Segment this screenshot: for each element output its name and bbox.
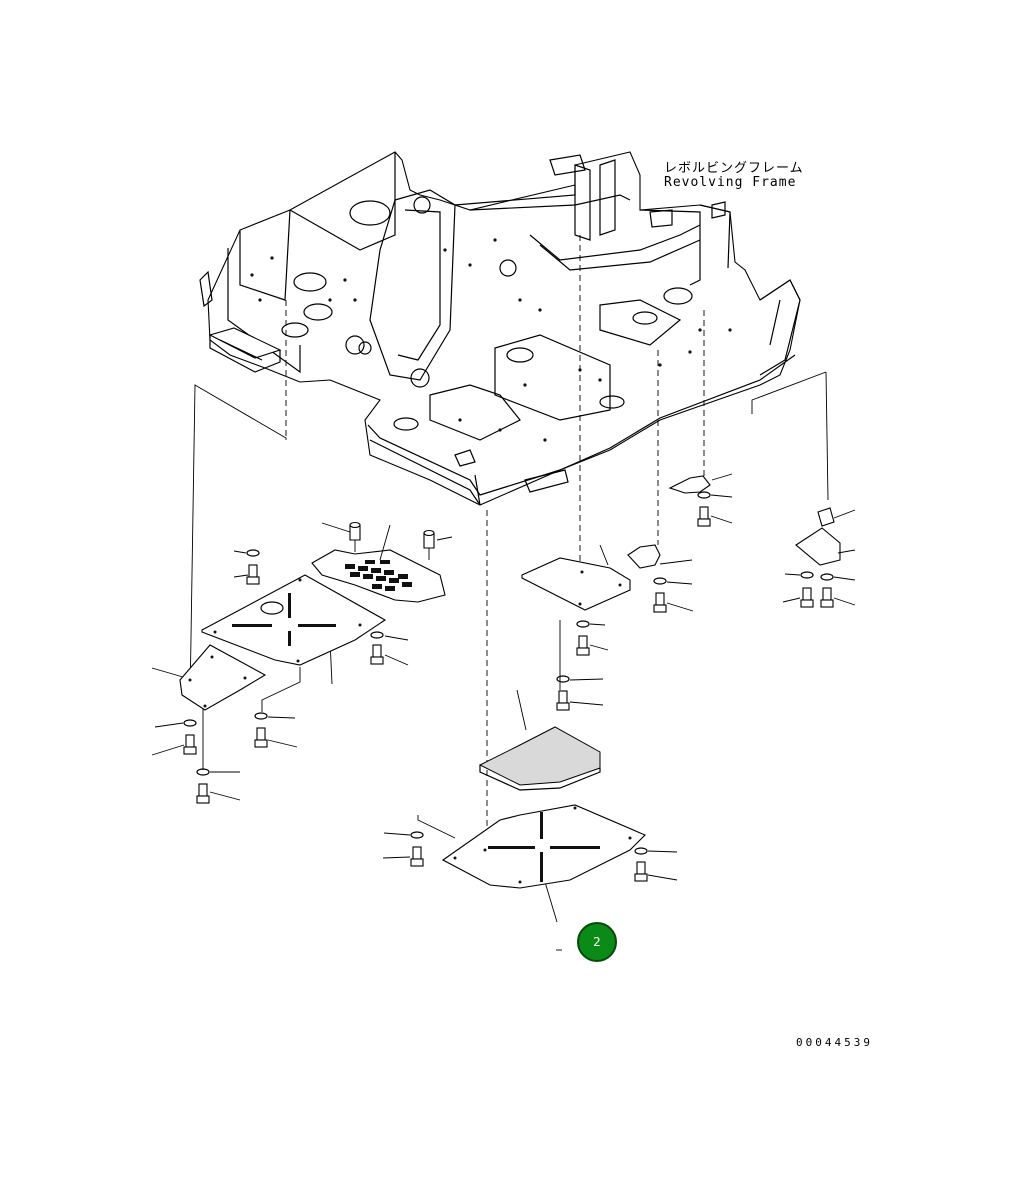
center-cover-plate [521,557,631,611]
bolt [196,783,210,804]
frame-name-jp-label: レボルビングフレーム [664,161,804,176]
callout-2-button[interactable]: 2 [577,922,617,962]
rubber-pad [478,726,601,791]
bolt [576,635,590,656]
bracket-right [795,507,856,566]
leader-lines [189,371,829,951]
bolt [370,644,384,665]
bolt [697,506,711,527]
bolt [556,690,570,711]
bottom-cover-plate [441,804,646,889]
drawing-number: 00044539 [796,1036,873,1049]
bolt [820,587,834,608]
revolving-frame [199,151,801,506]
undercover-plate-small-left [151,644,267,711]
access-cover-right [627,473,733,569]
bolt [800,587,814,608]
bolt [254,727,268,748]
alignment-lines [285,235,705,850]
part-leaders [151,494,856,881]
bolt [634,861,648,882]
bolt [246,564,260,585]
perforated-cover-plate [311,521,453,603]
bolts [183,506,834,882]
undercover-plate-left [201,574,387,666]
washers [183,491,834,855]
frame-name-en-label: Revolving Frame [664,175,797,190]
bolt [410,846,424,867]
bolt [653,592,667,613]
bolt [183,734,197,755]
